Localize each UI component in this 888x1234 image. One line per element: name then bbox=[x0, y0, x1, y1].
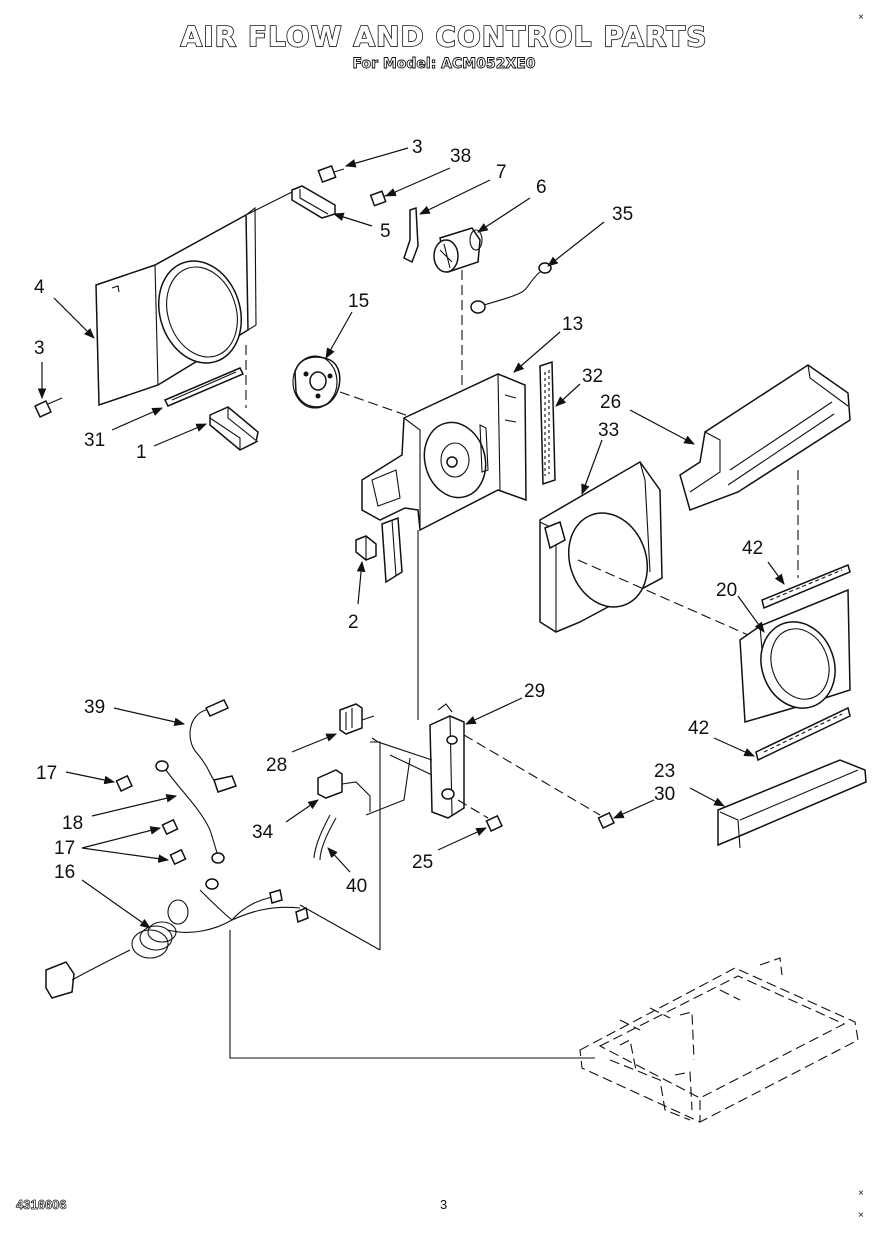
callout-28: 28 bbox=[266, 755, 287, 776]
callout-labels: 3 38 7 6 5 35 4 3 15 13 32 26 33 31 1 2 … bbox=[34, 137, 763, 897]
callout-13: 13 bbox=[562, 314, 583, 335]
screw-part bbox=[34, 397, 63, 418]
power-cord-16 bbox=[45, 878, 309, 999]
callout-4: 4 bbox=[34, 277, 45, 298]
top-housing-26 bbox=[679, 364, 851, 511]
ground-wire-18 bbox=[155, 760, 225, 864]
callout-1: 1 bbox=[136, 442, 147, 463]
seal-strip-32 bbox=[539, 360, 556, 486]
callout-18: 18 bbox=[62, 813, 83, 834]
seal-strip-31 bbox=[163, 367, 245, 407]
callout-29: 29 bbox=[524, 681, 545, 702]
motor-mount-panel-13 bbox=[361, 373, 527, 532]
callout-26: 26 bbox=[600, 392, 621, 413]
callout-42: 42 bbox=[688, 718, 709, 739]
bracket-2 bbox=[355, 535, 377, 561]
unit-base-outline bbox=[579, 957, 859, 1123]
callout-15: 15 bbox=[348, 291, 369, 312]
orifice-panel-20 bbox=[739, 588, 851, 723]
control-bracket-29 bbox=[429, 703, 465, 819]
drain-pan-23 bbox=[717, 759, 867, 849]
callout-5: 5 bbox=[380, 221, 391, 242]
blower-wheel-15 bbox=[292, 355, 341, 409]
callout-25: 25 bbox=[412, 852, 433, 873]
model-subtitle: For Model: ACM052XE0 bbox=[352, 56, 536, 73]
callout-7: 7 bbox=[496, 162, 507, 183]
wire-harness-39 bbox=[189, 699, 237, 793]
callout-23: 23 bbox=[654, 761, 675, 782]
document-number: 4316606 bbox=[16, 1197, 67, 1213]
fan-shroud-part bbox=[95, 206, 257, 407]
page-number: 3 bbox=[440, 1197, 448, 1212]
callout-42: 42 bbox=[742, 538, 763, 559]
callout-34: 34 bbox=[252, 822, 274, 843]
scroll-housing-33 bbox=[539, 461, 663, 633]
capacitor-6 bbox=[433, 227, 483, 273]
callout-3: 3 bbox=[412, 137, 423, 158]
callout-30: 30 bbox=[654, 784, 675, 805]
screw-part bbox=[485, 814, 503, 832]
callout-38: 38 bbox=[450, 146, 471, 167]
switch-28 bbox=[339, 703, 375, 735]
callout-39: 39 bbox=[84, 697, 105, 718]
callout-3: 3 bbox=[34, 338, 45, 359]
screw-part bbox=[169, 848, 187, 866]
screw-part bbox=[597, 811, 615, 829]
screw-part bbox=[161, 818, 179, 836]
callout-31: 31 bbox=[84, 430, 105, 451]
callout-2: 2 bbox=[348, 612, 359, 633]
capacitor-clip-7 bbox=[403, 206, 419, 264]
seal-strip-42-upper bbox=[761, 563, 851, 610]
screw-part bbox=[115, 774, 133, 792]
callout-16: 16 bbox=[54, 862, 75, 883]
corner-mark: × bbox=[858, 1188, 864, 1199]
corner-mark: × bbox=[858, 12, 864, 23]
corner-mark: × bbox=[858, 1210, 864, 1221]
bracket-1 bbox=[209, 406, 259, 451]
seal-strip-42-lower bbox=[755, 706, 851, 762]
callout-40: 40 bbox=[346, 876, 367, 897]
bracket-5 bbox=[291, 185, 336, 219]
callout-17: 17 bbox=[54, 838, 75, 859]
callout-6: 6 bbox=[536, 177, 547, 198]
callout-32: 32 bbox=[582, 366, 603, 387]
screw-part bbox=[317, 165, 345, 183]
leader-lines bbox=[37, 147, 785, 929]
callout-33: 33 bbox=[598, 420, 619, 441]
callout-35: 35 bbox=[612, 204, 633, 225]
callout-17: 17 bbox=[36, 763, 57, 784]
ground-wire-35 bbox=[470, 262, 552, 314]
diagram-title: AIR FLOW AND CONTROL PARTS bbox=[180, 19, 708, 54]
callout-20: 20 bbox=[716, 580, 737, 601]
thermostat-34 bbox=[317, 769, 371, 812]
